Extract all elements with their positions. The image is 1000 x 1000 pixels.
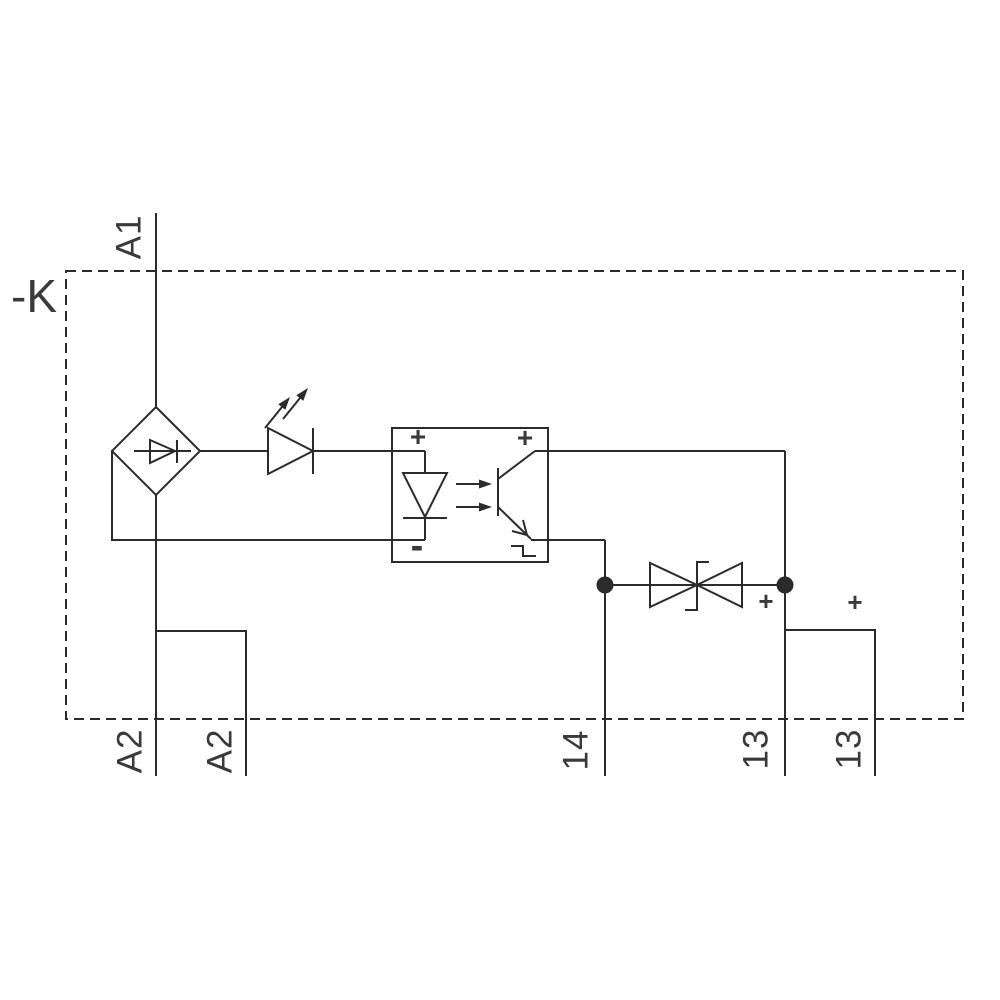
light-arrow-1-head — [479, 479, 492, 489]
led-triangle — [267, 426, 316, 476]
wire-a2-aux-branch — [156, 630, 247, 776]
tvs-right-triangle — [694, 561, 743, 609]
bridge-diode-triangle — [149, 438, 178, 465]
bridge-rectifier-icon — [110, 405, 202, 497]
emission-arrow-2-shaft — [282, 397, 301, 420]
optocoupler-icon — [391, 427, 549, 563]
opto-led-triangle — [401, 472, 449, 520]
module-boundary-dashed-box — [65, 270, 964, 720]
wire-return-path — [111, 451, 425, 541]
junction-dot-right — [776, 576, 794, 594]
terminal-label-a1: A1 — [109, 214, 149, 260]
led-emission-arrows — [264, 388, 308, 429]
emission-arrow-2-head — [296, 388, 308, 401]
terminal-label-a2-main: A2 — [110, 728, 150, 774]
emitter-arrowhead — [511, 519, 528, 536]
terminal-13-aux-plus-mark: + — [847, 587, 863, 617]
tvs-left-triangle — [649, 561, 700, 609]
junction-dot-left — [596, 576, 614, 594]
tvs-center-bar-hooked — [685, 561, 709, 611]
device-designator-label: -K — [11, 270, 57, 322]
terminal-label-13-aux: 13 — [829, 728, 869, 770]
emission-arrow-1-shaft — [264, 406, 283, 429]
tvs-suppressor-icon — [605, 561, 785, 611]
optocoupler-box — [391, 427, 549, 563]
opto-output-plus-mark: + — [516, 422, 534, 453]
phototransistor-icon — [497, 450, 536, 540]
emission-arrow-1-head — [278, 397, 290, 410]
wire-terminal-13-aux-branch — [785, 629, 876, 776]
opto-light-arrows — [456, 479, 492, 512]
terminal-label-13-main: 13 — [736, 728, 776, 770]
indicator-led-icon — [264, 388, 316, 476]
opto-input-minus-mark: - — [410, 525, 424, 567]
terminal-13-main-plus-mark: + — [758, 586, 774, 616]
light-arrow-2-head — [479, 502, 492, 512]
terminal-label-a2-aux: A2 — [200, 728, 240, 774]
opto-input-plus-mark: + — [409, 421, 427, 452]
falling-step-symbol — [511, 545, 536, 557]
phototransistor-collector — [497, 450, 536, 480]
terminal-label-14: 14 — [556, 729, 596, 771]
